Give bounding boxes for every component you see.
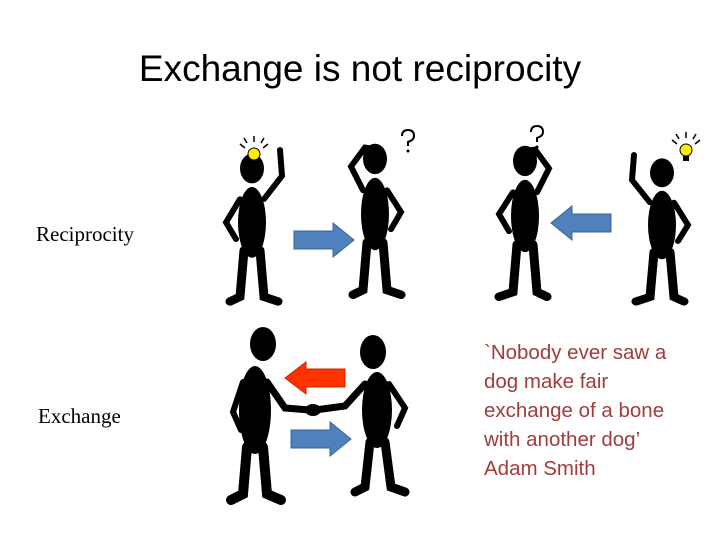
handshake-people-icon <box>226 327 410 505</box>
person-thinking-icon <box>485 140 555 315</box>
lightbulb-icon <box>671 132 701 161</box>
reciprocity-label: Reciprocity <box>36 222 134 246</box>
question-mark-icon <box>401 128 416 153</box>
lightbulb-icon <box>239 136 269 165</box>
arrow-right-icon <box>290 421 352 457</box>
person-idea-icon <box>622 145 692 320</box>
arrow-right-icon <box>293 222 355 258</box>
quote-line: with another dog’ <box>484 428 641 451</box>
exchange-label: Exchange <box>38 404 121 428</box>
arrow-left-icon <box>284 361 346 395</box>
adam-smith-quote: `Nobody ever saw a dog make fair exchang… <box>484 338 666 483</box>
quote-line: dog make fair <box>484 370 609 393</box>
arrow-left-icon <box>550 205 612 241</box>
person-thinking-icon <box>345 138 415 313</box>
quote-line: `Nobody ever saw a <box>484 341 667 364</box>
quote-line: exchange of a bone <box>484 399 665 422</box>
slide-title: Exchange is not reciprocity <box>138 48 582 89</box>
quote-attribution: Adam Smith <box>484 457 596 480</box>
question-mark-icon <box>530 124 545 149</box>
